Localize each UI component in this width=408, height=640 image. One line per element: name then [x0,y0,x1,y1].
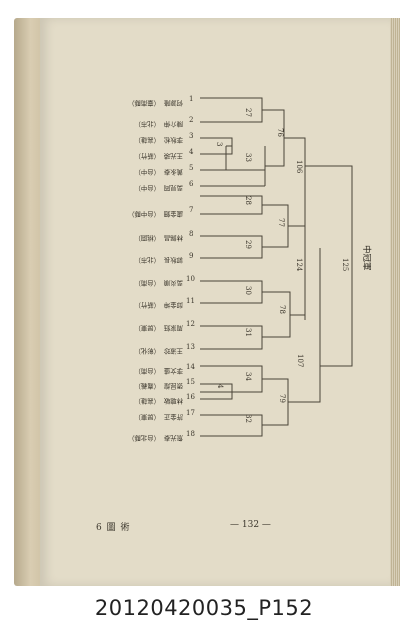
entry-number-7: 7 [189,206,193,214]
entry-number-15: 15 [186,378,195,386]
entry-3-unit: （高雄） [134,136,160,145]
entry-17: 許金正 [163,413,183,422]
entry-9: 郭秋長 [163,256,183,265]
entry-6: 吳見岡 [164,184,183,192]
bracket-lines [200,97,353,437]
entry-number-8: 8 [189,230,193,238]
bracket-entry-numbers: 1 2 3 4 5 6 7 8 9 10 11 12 13 14 15 16 1… [186,95,195,438]
entry-9-unit: （北市） [134,256,160,265]
match-number-125: 125 [341,258,349,271]
entry-number-1: 1 [189,95,193,103]
entry-number-12: 12 [186,320,195,328]
entry-13: 王淑珍 [163,347,183,356]
entry-number-5: 5 [189,164,193,172]
entry-18: 詹光泰 [163,434,183,443]
entry-14-unit: （台南） [134,367,160,376]
entry-16: 林聰敏 [163,397,183,406]
entry-number-17: 17 [186,409,195,417]
entry-6-unit: （台中） [134,184,160,193]
entry-11-unit: （新竹） [134,301,160,310]
match-number-31: 31 [244,328,252,337]
entry-number-13: 13 [186,343,195,351]
entry-12: 周家鈺 [163,324,183,333]
entry-10-unit: （台南） [134,279,160,288]
bracket-entries: 何源隆 陳介伸 李秋松 王光瑛 黃永泰 吳見岡 盧金鈿 林錫昌 郭秋長 吳炎順 … [163,99,183,443]
match-number-76: 76 [276,128,284,137]
entry-17-unit: （屏東） [134,413,160,422]
entry-number-11: 11 [186,297,195,305]
entry-number-3: 3 [189,132,193,140]
entry-number-18: 18 [186,430,195,438]
match-number-32: 32 [244,414,252,423]
book-spine [14,18,44,586]
entry-number-14: 14 [186,363,195,371]
match-number-29: 29 [244,240,252,249]
match-number-78: 78 [278,305,286,314]
match-number-27: 27 [244,108,252,117]
champion-label: 中冠軍 [361,245,372,271]
entry-7-unit: （台中縣） [128,210,160,219]
entry-4-unit: （新竹） [134,152,160,161]
match-number-107: 107 [296,354,304,367]
book-page [40,18,392,586]
entry-number-6: 6 [189,180,194,188]
entry-number-10: 10 [186,275,195,283]
entry-10: 吳炎順 [163,279,183,287]
entry-16-unit: （高雄） [134,397,160,406]
footer-section-label: 6 圖 術 [96,523,131,533]
match-number-28: 28 [244,196,252,205]
entry-2-unit: （北市） [134,120,160,129]
entry-11: 邱金坤 [164,301,183,310]
match-number-3: 3 [215,142,223,146]
match-number-4: 4 [216,384,224,389]
entry-13-unit: （彰化） [134,347,160,356]
entry-15: 張昆煌 [163,382,183,391]
match-number-30: 30 [244,286,252,295]
entry-1-unit: （臺南縣） [128,99,160,108]
match-number-106: 106 [295,160,303,174]
entry-8-unit: （桃園） [134,234,160,243]
entry-number-9: 9 [189,252,193,260]
match-number-33: 33 [244,153,252,162]
bracket-units: （臺南縣） （北市） （高雄） （新竹） （台中） （台中） （台中縣） （桃園… [128,99,160,443]
entry-1: 何源隆 [163,99,183,108]
image-caption: 20120420035_P152 [94,596,314,620]
match-numbers: 27 3 33 76 106 28 77 29 124 30 78 31 4 3… [215,108,349,423]
footer-page-number: — 132 — [230,520,271,530]
entry-7: 盧金鈿 [164,210,183,219]
match-number-34: 34 [244,372,252,381]
entry-14: 李文盛 [163,367,183,376]
entry-5-unit: （台中） [134,168,160,177]
entry-8: 林錫昌 [164,234,183,243]
book-page-edges [390,18,400,586]
entry-12-unit: （屏東） [134,324,160,333]
match-number-77: 77 [277,218,285,227]
entry-3: 李秋松 [163,136,183,145]
entry-number-16: 16 [186,393,195,401]
entry-18-unit: （台北縣） [128,434,160,443]
entry-5: 黃永泰 [163,168,183,177]
entry-number-4: 4 [189,148,194,156]
match-number-79: 79 [278,394,286,403]
entry-15-unit: （嘉義） [134,382,160,391]
match-number-124: 124 [295,258,303,272]
entry-number-2: 2 [189,116,193,124]
entry-4: 王光瑛 [163,152,183,161]
entry-2: 陳介伸 [164,120,183,129]
